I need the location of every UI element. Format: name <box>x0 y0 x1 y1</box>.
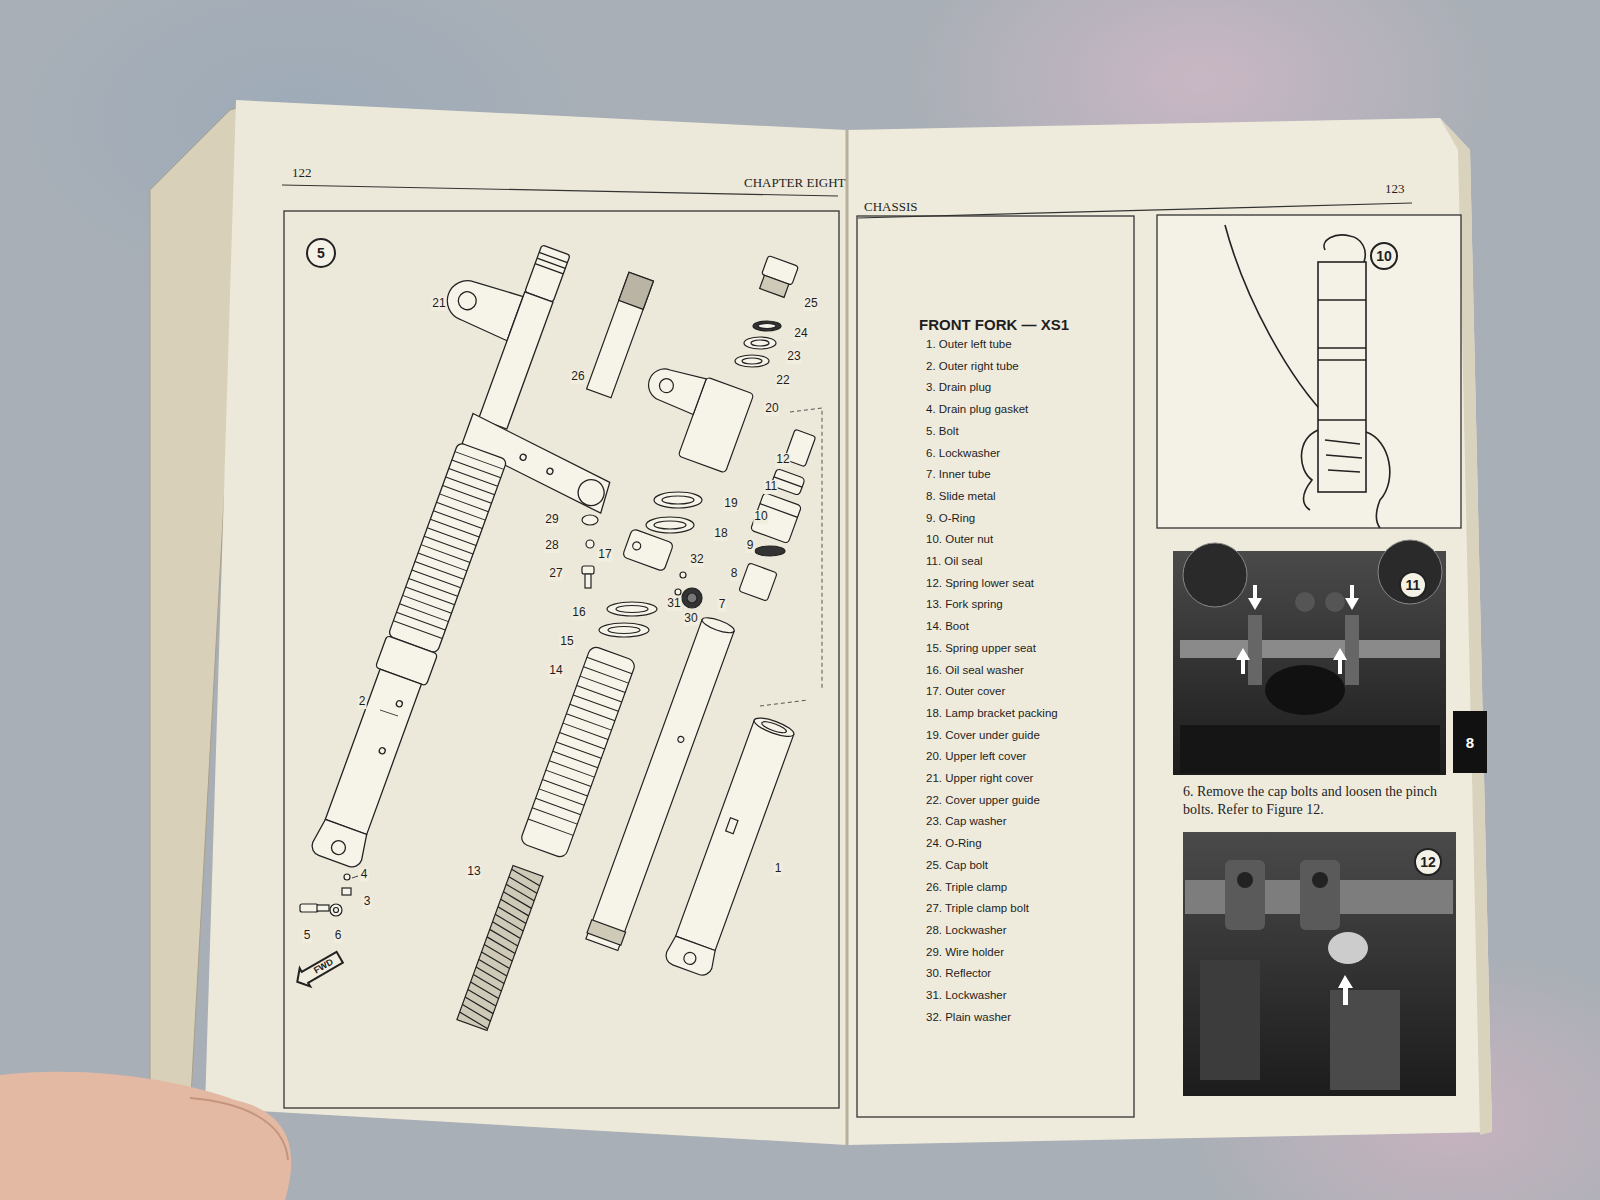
callout-number: 5 <box>303 929 312 943</box>
figure-number: 10 <box>1370 242 1398 270</box>
callout-number: 21 <box>431 297 446 311</box>
parts-list-item: 12. Spring lower seat <box>926 577 1034 590</box>
parts-list-item: 23. Cap washer <box>926 815 1007 828</box>
callout-number: 18 <box>713 527 728 541</box>
parts-list-item: 31. Lockwasher <box>926 989 1007 1002</box>
parts-list-item: 16. Oil seal washer <box>926 664 1024 677</box>
parts-list-item: 1. Outer left tube <box>926 338 1012 351</box>
callout-number: 25 <box>803 297 818 311</box>
parts-list-item: 18. Lamp bracket packing <box>926 707 1058 720</box>
callout-number: 15 <box>559 635 574 649</box>
parts-list-item: 13. Fork spring <box>926 598 1003 611</box>
parts-list-item: 25. Cap bolt <box>926 859 988 872</box>
parts-list-item: 27. Triple clamp bolt <box>926 902 1029 915</box>
callout-number: 30 <box>683 612 698 626</box>
callout-number: 11 <box>764 480 778 494</box>
parts-list-item: 22. Cover upper guide <box>926 794 1040 807</box>
callout-number: 29 <box>544 513 559 527</box>
callout-number: 24 <box>793 327 808 341</box>
parts-list-title: FRONT FORK — XS1 <box>919 316 1069 333</box>
parts-list-item: 11. Oil seal <box>926 555 983 568</box>
parts-list-item: 14. Boot <box>926 620 969 633</box>
parts-list-item: 7. Inner tube <box>926 468 991 481</box>
callout-number: 13 <box>466 865 481 879</box>
parts-list-item: 17. Outer cover <box>926 685 1005 698</box>
arrow-shape <box>292 948 345 991</box>
callout-number: 10 <box>753 510 768 524</box>
figure-number: 5 <box>306 238 336 268</box>
parts-list-item: 2. Outer right tube <box>926 360 1019 373</box>
parts-list-item: 29. Wire holder <box>926 946 1004 959</box>
section-heading: CHASSIS <box>864 200 917 215</box>
parts-list-item: 8. Slide metal <box>926 490 996 503</box>
parts-list-item: 10. Outer nut <box>926 533 993 546</box>
callout-number: 27 <box>548 567 563 581</box>
parts-list-item: 30. Reflector <box>926 967 991 980</box>
callout-number: 1 <box>774 862 783 876</box>
figure-caption: 6. Remove the cap bolts and loosen the p… <box>1183 783 1455 818</box>
callout-number: 8 <box>730 567 739 581</box>
callout-number: 23 <box>786 350 801 364</box>
node-text: 10 <box>1376 249 1392 263</box>
figure-number: 11 <box>1399 571 1427 599</box>
node-text: 5 <box>317 246 325 260</box>
chapter-heading: CHAPTER EIGHT <box>744 176 845 191</box>
callout-number: 17 <box>597 548 612 562</box>
node-text: 12 <box>1420 855 1436 869</box>
parts-list-item: 28. Lockwasher <box>926 924 1007 937</box>
callout-number: 2 <box>358 695 367 709</box>
page-number: 123 <box>1385 182 1405 197</box>
node-text: 11 <box>1406 578 1421 592</box>
callout-number: 20 <box>764 402 779 416</box>
parts-list-item: 20. Upper left cover <box>926 750 1026 763</box>
parts-list-item: 4. Drain plug gasket <box>926 403 1028 416</box>
callout-number: 31 <box>666 597 681 611</box>
callout-number: 4 <box>360 868 369 882</box>
parts-list-item: 3. Drain plug <box>926 381 991 394</box>
figure-number: 12 <box>1414 848 1442 876</box>
parts-list-item: 21. Upper right cover <box>926 772 1033 785</box>
parts-list-item: 24. O-Ring <box>926 837 982 850</box>
callout-number: 9 <box>746 539 755 553</box>
callout-number: 22 <box>775 374 790 388</box>
callout-number: 3 <box>363 895 372 909</box>
parts-list-item: 26. Triple clamp <box>926 881 1007 894</box>
callout-number: 7 <box>718 598 727 612</box>
node-text: 8 <box>1466 735 1474 750</box>
callout-number: 12 <box>775 453 790 467</box>
parts-list-item: 32. Plain washer <box>926 1011 1011 1024</box>
callout-number: 28 <box>544 539 559 553</box>
callout-number: 14 <box>548 664 563 678</box>
callout-number: 16 <box>571 606 586 620</box>
callout-number: 32 <box>689 553 704 567</box>
page-number: 122 <box>292 166 312 181</box>
parts-list-item: 6. Lockwasher <box>926 447 1000 460</box>
parts-list-item: 19. Cover under guide <box>926 729 1040 742</box>
callout-number: 26 <box>570 370 585 384</box>
parts-list-item: 15. Spring upper seat <box>926 642 1036 655</box>
callout-number: 6 <box>334 929 343 943</box>
callout-number: 19 <box>723 497 738 511</box>
parts-list-item: 5. Bolt <box>926 425 959 438</box>
parts-list-item: 9. O-Ring <box>926 512 975 525</box>
chapter-tab: 8 <box>1453 711 1487 773</box>
